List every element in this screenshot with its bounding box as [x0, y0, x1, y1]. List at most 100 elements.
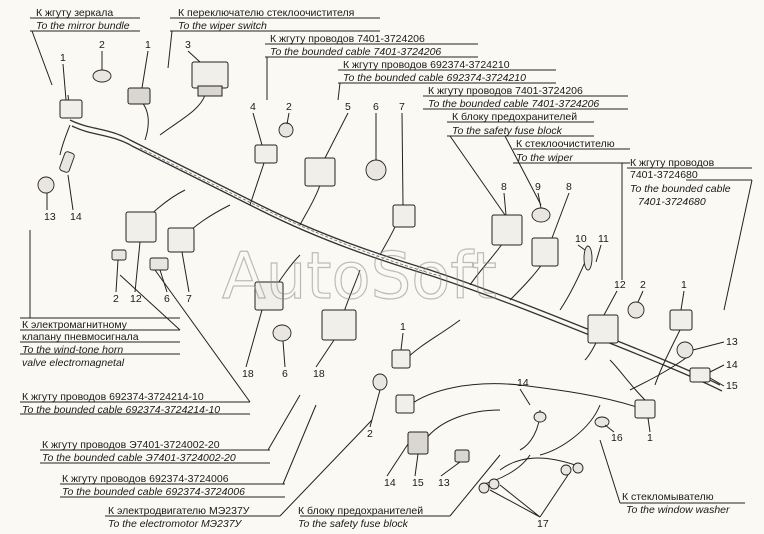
- label-motor-ME237U-en: To the electromotor МЭ237У: [108, 518, 243, 530]
- connector-mirror: [59, 99, 83, 119]
- clip-2c: [111, 249, 127, 261]
- callout-13: 13: [44, 211, 56, 223]
- label-cable-692374-3724210-ru: К жгуту проводов 692374-3724210: [343, 59, 510, 71]
- label-horn-valve-ru2: клапану пневмосигнала: [22, 331, 139, 343]
- label-cable-7401-3724206-a-ru: К жгуту проводов 7401-3724206: [270, 33, 425, 45]
- label-cable-692374-3724210-en: To the bounded cable 692374-3724210: [343, 72, 526, 84]
- clip-2b: [278, 122, 294, 138]
- callout-14: 14: [384, 477, 396, 489]
- label-cable-E7401-3724002-20-en: To the bounded cable Э7401-3724002-20: [42, 452, 236, 464]
- callout-14: 14: [726, 359, 738, 371]
- connector-7a: [392, 204, 416, 228]
- label-cable-692374-3724214-10-ru: К жгуту проводов 692374-3724214-10: [22, 391, 204, 403]
- label-motor-ME237U-ru: К электродвигателю МЭ237У: [108, 505, 250, 517]
- callout-15: 15: [412, 477, 424, 489]
- label-cable-E7401-3724002-20-ru: К жгуту проводов Э7401-3724002-20: [42, 439, 220, 451]
- label-mirror-en: To the mirror bundle: [36, 20, 130, 32]
- callout-9: 9: [535, 181, 541, 193]
- label-cable-7401-3724680-ru1: К жгуту проводов: [630, 157, 715, 169]
- callout-5: 5: [345, 101, 351, 113]
- connector-wiper-switch-small: [127, 87, 151, 105]
- label-cable-7401-3724206-a-en: To the bounded cable 7401-3724206: [270, 46, 441, 58]
- label-mirror-ru: К жгуту зеркала: [36, 7, 113, 19]
- labels: К жгуту зеркала To the mirror bundle К п…: [22, 7, 731, 530]
- watermark: AutoSoft: [222, 240, 497, 314]
- callout-1: 1: [647, 432, 653, 444]
- label-cable-692374-3724006-en: To the bounded cable 692374-3724006: [62, 486, 245, 498]
- label-wiper-switch-ru: К переключателю стеклоочистителя: [178, 7, 354, 19]
- callout-13: 13: [438, 477, 450, 489]
- label-fuse-block-bottom-en: To the safety fuse block: [298, 518, 409, 530]
- label-wiper-ru: К стеклоочистителю: [516, 138, 615, 150]
- clip-13a: [37, 176, 55, 194]
- label-cable-7401-3724206-b-en: To the bounded cable 7401-3724206: [428, 98, 599, 110]
- label-fuse-block-top-ru: К блоку предохранителей: [452, 111, 577, 123]
- callout-18: 18: [313, 368, 325, 380]
- connector-washer: [634, 399, 656, 419]
- clip-2e: [372, 373, 388, 391]
- clip-2d: [627, 301, 645, 319]
- callout-3: 3: [185, 39, 191, 51]
- callout-2: 2: [113, 293, 119, 305]
- callout-1: 1: [681, 279, 687, 291]
- label-cable-7401-3724680-en2: 7401-3724680: [638, 196, 706, 208]
- clip-6a: [365, 159, 387, 181]
- connector-1d-b: [395, 394, 415, 414]
- callout-4: 4: [250, 101, 256, 113]
- callout-7: 7: [186, 293, 192, 305]
- connector-12a: [125, 211, 157, 243]
- connector-18b: [321, 309, 357, 341]
- clip-6c: [272, 324, 292, 342]
- label-cable-692374-3724214-10-en: To the bounded cable 692374-3724214-10: [22, 404, 220, 416]
- clip-9: [531, 207, 551, 223]
- ring-terminal-d: [572, 462, 584, 474]
- callout-12: 12: [130, 293, 142, 305]
- clip-14a: [59, 151, 75, 173]
- label-cable-7401-3724680-en1: To the bounded cable: [630, 183, 731, 195]
- callout-2: 2: [99, 39, 105, 51]
- clip-14c: [533, 411, 547, 423]
- label-cable-7401-3724680-ru2: 7401-3724680: [630, 169, 698, 181]
- label-cable-692374-3724006-ru: К жгуту проводов 692374-3724006: [62, 473, 229, 485]
- callout-leaders: [46, 50, 725, 518]
- callout-15: 15: [726, 380, 738, 392]
- callout-12: 12: [614, 279, 626, 291]
- callout-1: 1: [60, 52, 66, 64]
- label-horn-valve-en1: To the wind-tone horn: [22, 344, 123, 356]
- connectors: [37, 61, 711, 494]
- callout-2: 2: [286, 101, 292, 113]
- connector-8b: [531, 237, 559, 267]
- ring-terminal-b: [488, 478, 500, 490]
- callout-6: 6: [164, 293, 170, 305]
- connector-8a: [491, 214, 523, 246]
- label-horn-valve-en2: valve electromagnetal: [22, 357, 125, 369]
- label-fuse-block-bottom-ru: К блоку предохранителей: [298, 505, 423, 517]
- label-wiper-switch-en: To the wiper switch: [178, 20, 267, 32]
- callout-13: 13: [726, 336, 738, 348]
- clip-6b: [149, 257, 169, 271]
- connector-18a: [254, 281, 284, 311]
- connector-12b: [587, 314, 619, 344]
- callout-10: 10: [575, 233, 587, 245]
- label-horn-valve-ru1: К электромагнитному: [22, 319, 128, 331]
- ring-terminal-a: [478, 482, 490, 494]
- label-fuse-block-top-en: To the safety fuse block: [452, 125, 563, 137]
- callout-16: 16: [611, 432, 623, 444]
- connector-7b: [167, 227, 195, 253]
- callout-1: 1: [400, 321, 406, 333]
- clip-16: [594, 416, 610, 428]
- clip-13b: [676, 341, 694, 359]
- clip-2a: [92, 69, 112, 83]
- callout-8: 8: [566, 181, 572, 193]
- connector-wiper-switch: [191, 61, 229, 89]
- callout-18: 18: [242, 368, 254, 380]
- connector-1c: [669, 309, 693, 331]
- callout-17: 17: [537, 518, 549, 530]
- callout-14: 14: [517, 377, 529, 389]
- connector-1d: [391, 349, 411, 369]
- label-washer-en: To the window washer: [626, 504, 730, 516]
- ring-terminal-c: [560, 464, 572, 476]
- callout-2: 2: [367, 428, 373, 440]
- callout-2: 2: [640, 279, 646, 291]
